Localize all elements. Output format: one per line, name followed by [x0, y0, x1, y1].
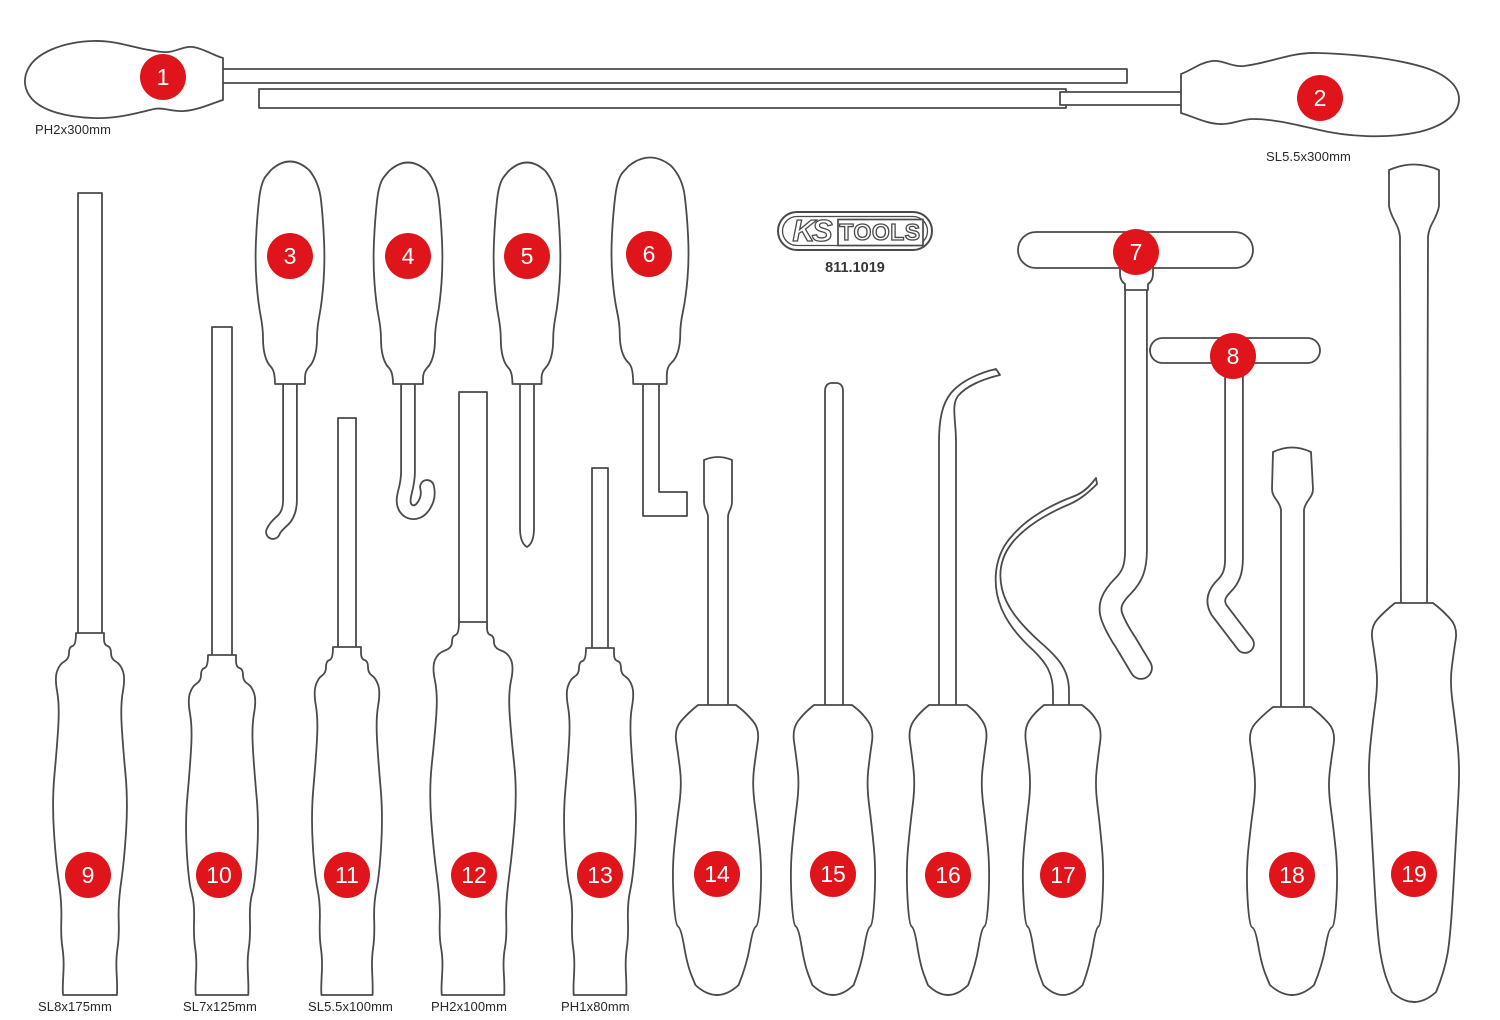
tool-9-number-badge: 9 [65, 852, 111, 898]
tool-1-handle [24, 40, 224, 119]
tool-6-blade [642, 377, 688, 517]
tool-10-size-label: SL7x125mm [183, 999, 257, 1014]
tool-2-blade [258, 88, 1067, 109]
tool-13-handle [563, 647, 637, 996]
tool-8-shaft [1208, 351, 1253, 652]
tool-14-handle [672, 704, 762, 996]
tool-14-blade [703, 456, 733, 713]
tool-13-number-badge: 13 [577, 852, 623, 898]
tool-10-blade [211, 326, 233, 681]
tool-18-number-badge: 18 [1269, 852, 1315, 898]
tool-17-handle [1021, 704, 1105, 996]
tool-11-blade [337, 417, 357, 686]
tool-11-size-label: SL5.5x100mm [308, 999, 393, 1014]
tool-15-number-badge: 15 [810, 851, 856, 897]
tool-6-number-badge: 6 [626, 231, 672, 277]
tool-5-pick [519, 377, 535, 548]
tool-8-number-badge: 8 [1210, 333, 1256, 379]
tool-16-pick [938, 368, 1001, 713]
logo-tools-box [837, 218, 924, 247]
tool-13-size-label: PH1x80mm [561, 999, 630, 1014]
tool-12-size-label: PH2x100mm [431, 999, 508, 1014]
tool-5-number-badge: 5 [504, 233, 550, 279]
tool-3-number-badge: 3 [267, 233, 313, 279]
logo-tools-text: TOOLS [839, 219, 920, 245]
tool-7-shaft [1100, 272, 1151, 678]
tool-14-number-badge: 14 [694, 851, 740, 897]
tool-11-number-badge: 11 [324, 852, 370, 898]
tool-9-size-label: SL8x175mm [38, 999, 112, 1014]
tool-19-handle [1368, 602, 1460, 1003]
tool-2-shaft [1059, 91, 1186, 106]
tool-18-blade [1271, 446, 1314, 713]
tool-15-handle [789, 704, 877, 996]
tool-1-shaft [220, 68, 1128, 84]
ks-tools-logo: KS TOOLS 811.1019 [777, 211, 933, 276]
tool-12-number-badge: 12 [451, 852, 497, 898]
tool-4-number-badge: 4 [385, 233, 431, 279]
tool-19-blade [1388, 163, 1440, 613]
tool-15-shaft [824, 382, 844, 713]
tool-11-handle [311, 646, 383, 996]
tool-1-number-badge: 1 [140, 54, 186, 100]
tool-9-blade [77, 192, 103, 661]
tool-10-number-badge: 10 [196, 852, 242, 898]
tool-19-number-badge: 19 [1391, 851, 1437, 897]
tool-12-handle [429, 621, 517, 996]
tool-16-number-badge: 16 [925, 852, 971, 898]
logo-ks-text: KS [792, 213, 832, 248]
tool-16-handle [905, 704, 991, 996]
tool-17-number-badge: 17 [1040, 852, 1086, 898]
tool-18-handle [1246, 706, 1338, 996]
tool-12-blade [458, 391, 488, 651]
tool-17-hook [994, 477, 1098, 713]
tool-3-pick [267, 372, 296, 538]
tool-2-size-label: SL5.5x300mm [1266, 149, 1351, 164]
tool-2-number-badge: 2 [1297, 75, 1343, 121]
tool-7-number-badge: 7 [1113, 229, 1159, 275]
tool-10-handle [185, 654, 259, 996]
tool-1-size-label: PH2x300mm [35, 122, 112, 137]
tool-9-handle [52, 632, 128, 996]
logo-part-number: 811.1019 [825, 260, 885, 276]
tool-4-hook [397, 372, 434, 519]
